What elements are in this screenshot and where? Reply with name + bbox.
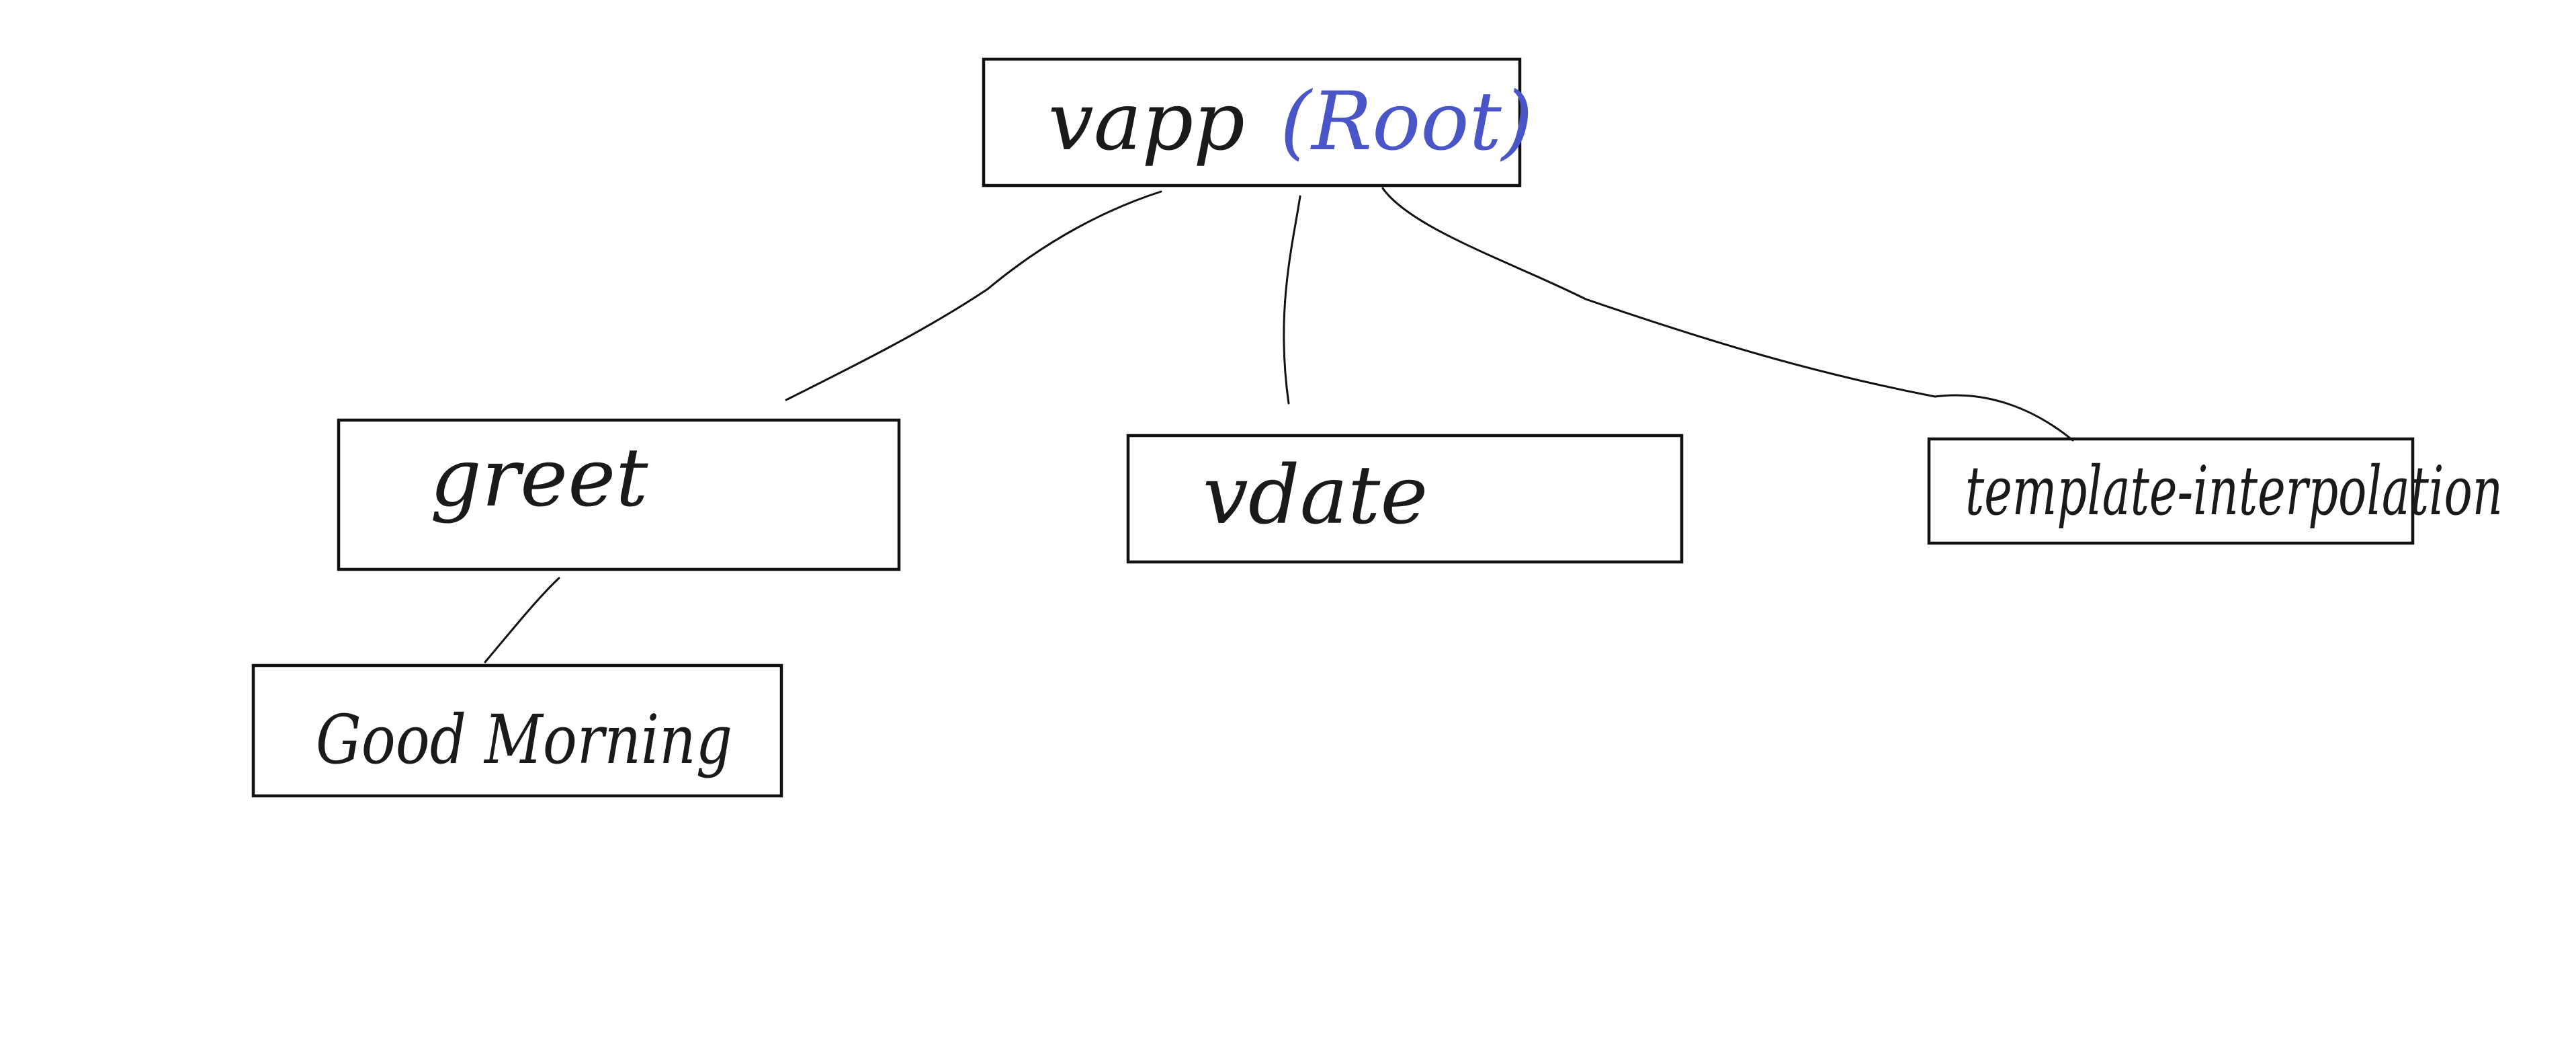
edge-vapp-vdate (1283, 195, 1301, 405)
node-good-morning: Good Morning (251, 663, 783, 798)
node-vapp-root-tag: (Root) (1280, 75, 1533, 169)
node-template-interpolation: template-interpolation (1927, 437, 2503, 545)
node-vapp-label: vapp (1048, 75, 1245, 169)
node-greet: greet (337, 418, 901, 571)
node-vapp: vapp (Root) (982, 57, 1533, 188)
node-vdate: vdate (1126, 434, 1684, 564)
node-vdate-label: vdate (1203, 449, 1428, 542)
node-template-label: template-interpolation (1965, 452, 2503, 530)
node-template-box (1927, 437, 2415, 545)
edge-vapp-greet (785, 190, 1162, 401)
node-greet-box (337, 418, 901, 571)
edge-greet-morning (484, 577, 560, 663)
node-morning-box (251, 663, 783, 798)
node-greet-label: greet (430, 432, 648, 525)
edge-vapp-template (1381, 187, 2074, 442)
node-morning-label: Good Morning (316, 700, 732, 779)
node-vapp-box (982, 57, 1522, 188)
node-vdate-box (1126, 434, 1684, 564)
